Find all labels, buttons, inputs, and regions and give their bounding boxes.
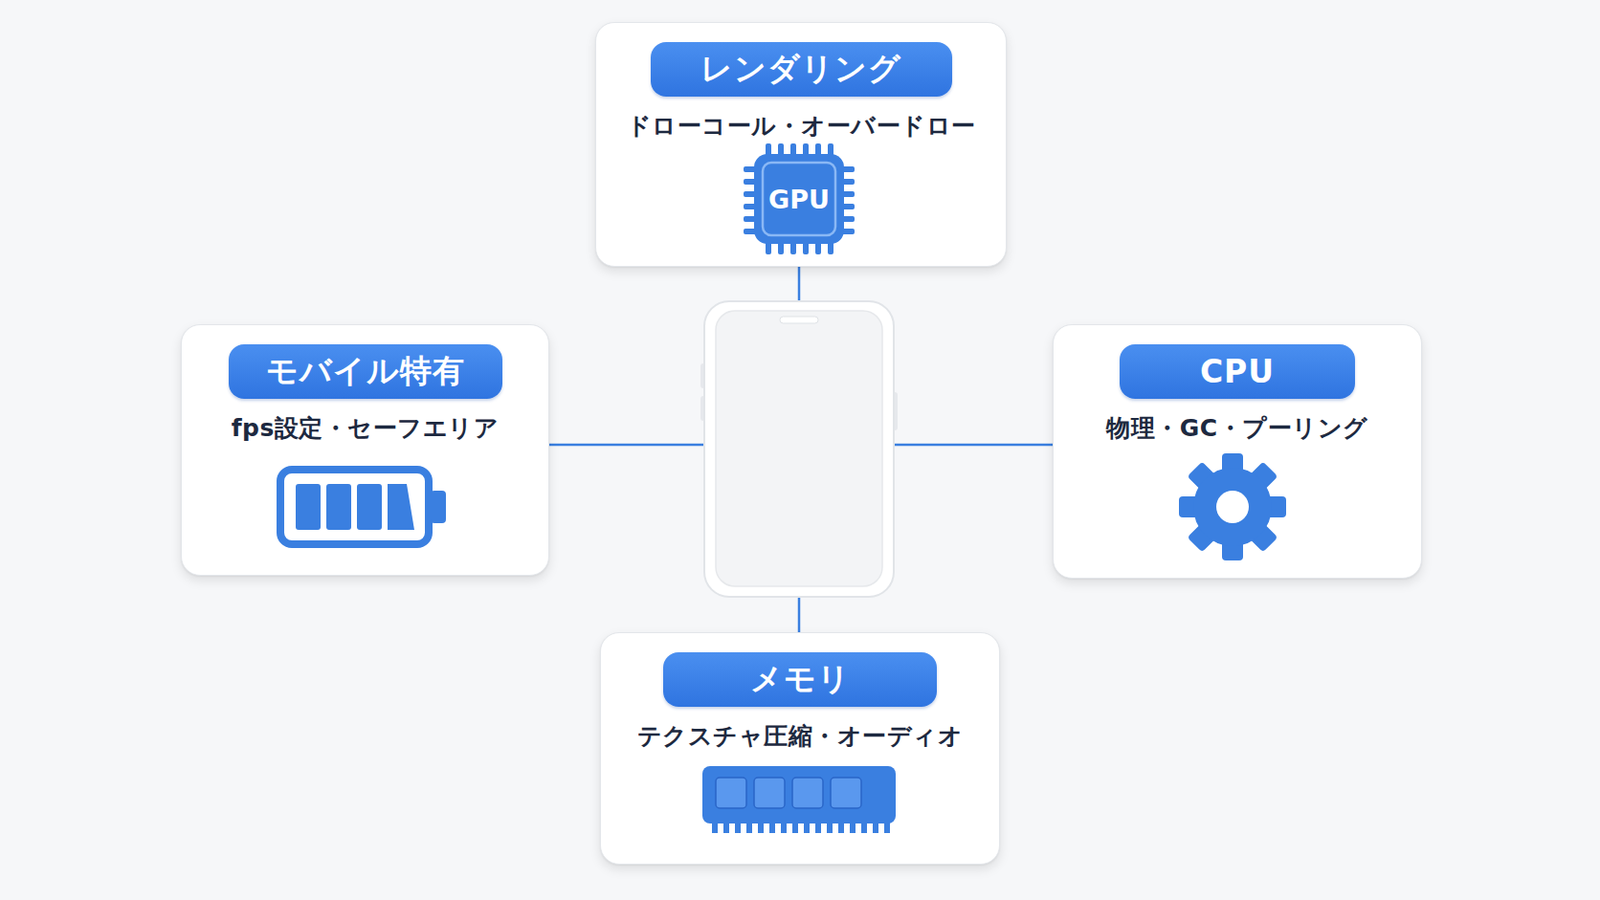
link-line (893, 444, 1053, 447)
phone-illustration (700, 301, 898, 598)
connector-lines (549, 266, 1053, 633)
gear-icon (1178, 453, 1287, 561)
category-detail: テクスチャ圧縮・オーディオ (637, 720, 964, 753)
phone-body (704, 301, 894, 598)
category-box: CPU 物理・GC・プーリング (1052, 324, 1423, 579)
category-detail: fps設定・セーフエリア (231, 412, 500, 445)
gear-hole (1216, 490, 1249, 524)
ram-teeth (711, 822, 890, 834)
category-box: レンダリングドローコール・オーバードロー (595, 22, 1007, 267)
gear-body (1193, 467, 1272, 547)
category-box: メモリテクスチャ圧縮・オーディオ (600, 632, 1000, 866)
memory-module-icon (702, 766, 896, 834)
link-line (549, 444, 705, 447)
category-detail: ドローコール・オーバードロー (626, 110, 977, 142)
category-heading: レンダリング (650, 42, 953, 97)
battery-cell (387, 484, 415, 531)
battery-terminal (430, 490, 446, 524)
category-detail: 物理・GC・プーリング (1106, 412, 1368, 445)
chip-core (762, 162, 836, 236)
phone-screen (715, 311, 883, 587)
battery-icon (280, 469, 446, 545)
chip-label: GPU (768, 184, 830, 215)
chip-pins (743, 143, 855, 255)
battery-cell (326, 484, 352, 531)
category-heading: メモリ (663, 652, 937, 708)
category-heading: CPU (1119, 344, 1356, 400)
gpu-chip-icon (743, 143, 855, 255)
link-line (798, 597, 801, 633)
battery-shell (280, 469, 429, 545)
battery-cell (356, 484, 382, 531)
chip-body (754, 154, 845, 245)
battery-cell (295, 484, 321, 531)
phone-notch (779, 316, 819, 324)
ram-board (702, 766, 896, 824)
category-heading: モバイル特有 (228, 344, 503, 400)
link-line (798, 266, 801, 302)
category-box: モバイル特有 fps設定・セーフエリア (180, 324, 550, 577)
